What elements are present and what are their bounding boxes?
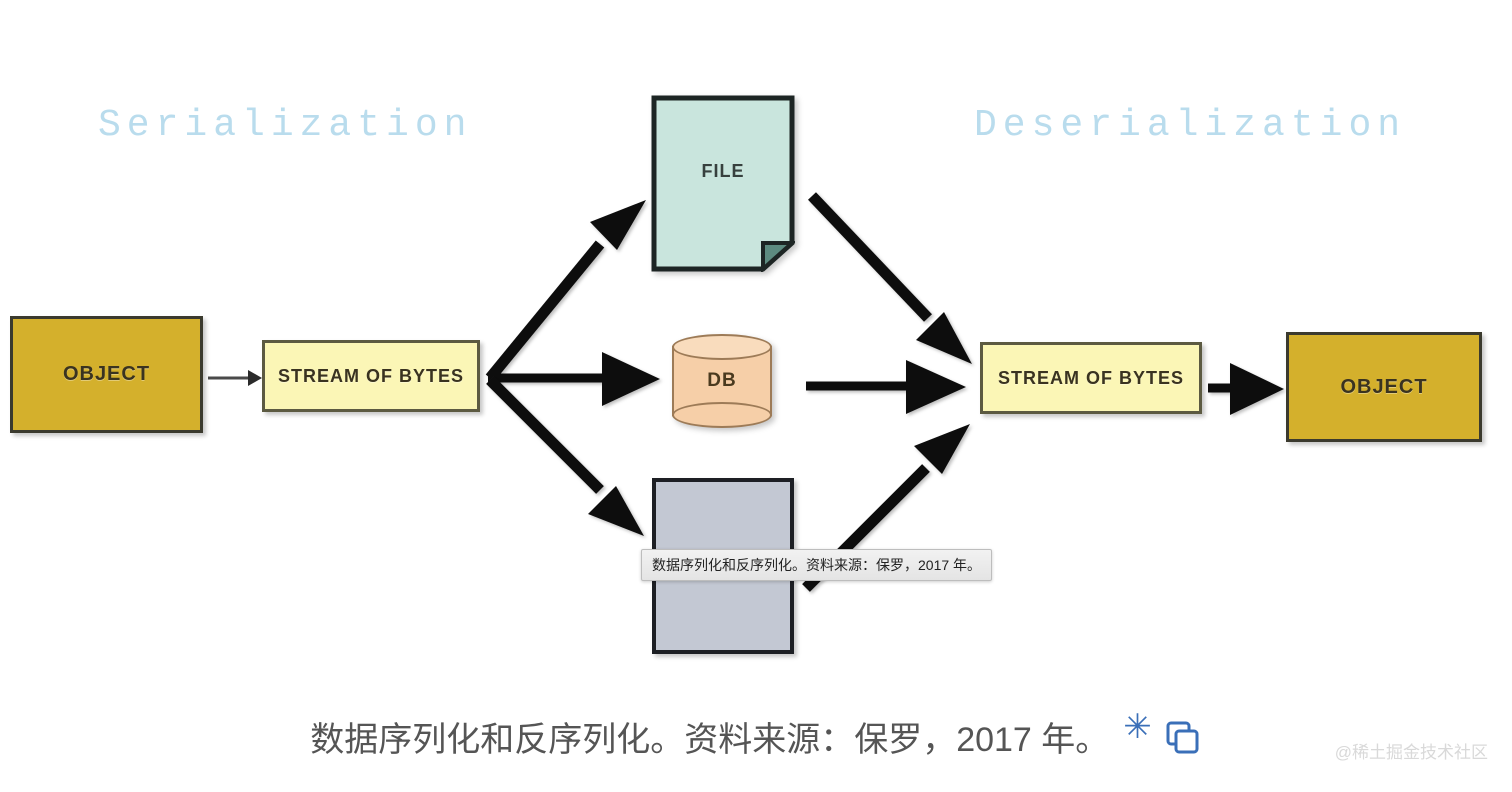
node-bytes-left[interactable]: STREAM OF BYTES <box>262 340 480 412</box>
watermark: @稀土掘金技术社区 <box>1334 743 1488 762</box>
node-object-right[interactable]: OBJECT <box>1286 332 1482 442</box>
node-bytes-right-label: STREAM OF BYTES <box>997 367 1184 388</box>
serialization-heading: Serialization <box>98 104 473 147</box>
node-db[interactable]: DB <box>672 334 772 428</box>
node-object-left[interactable]: OBJECT <box>10 316 203 433</box>
arrow-bytes-to-db <box>488 352 660 406</box>
db-cylinder-bottom <box>672 402 772 428</box>
node-file-label: FILE <box>701 161 745 181</box>
arrow-bytes-to-grey <box>486 376 644 536</box>
node-file[interactable]: FILE <box>651 95 795 272</box>
arrow-file-to-bytes <box>808 192 972 364</box>
deserialization-heading: Deserialization <box>974 104 1407 147</box>
image-tooltip: 数据序列化和反序列化。资料来源：保罗，2017 年。 <box>641 549 993 581</box>
db-cylinder-top <box>672 334 772 360</box>
asterisk-icon[interactable]: ✳ <box>1123 708 1152 746</box>
caption-row: 数据序列化和反序列化。资料来源：保罗，2017 年。 ✳ <box>0 710 1512 762</box>
tooltip-text: 数据序列化和反序列化。资料来源：保罗，2017 年。 <box>652 557 982 573</box>
node-bytes-right[interactable]: STREAM OF BYTES <box>980 342 1202 414</box>
arrow-object-to-bytes <box>208 370 262 386</box>
copy-icon[interactable] <box>1162 717 1202 762</box>
node-object-right-label: OBJECT <box>1340 375 1428 398</box>
node-db-label: DB <box>707 370 737 391</box>
arrow-bytes-to-file <box>485 200 646 382</box>
caption-text: 数据序列化和反序列化。资料来源：保罗，2017 年。 <box>310 720 1110 759</box>
node-object-left-label: OBJECT <box>62 363 151 385</box>
arrow-db-to-bytes <box>806 360 966 414</box>
file-icon <box>651 95 795 272</box>
node-bytes-left-label: STREAM OF BYTES <box>277 365 464 386</box>
arrow-bytes-to-object <box>1208 363 1284 415</box>
